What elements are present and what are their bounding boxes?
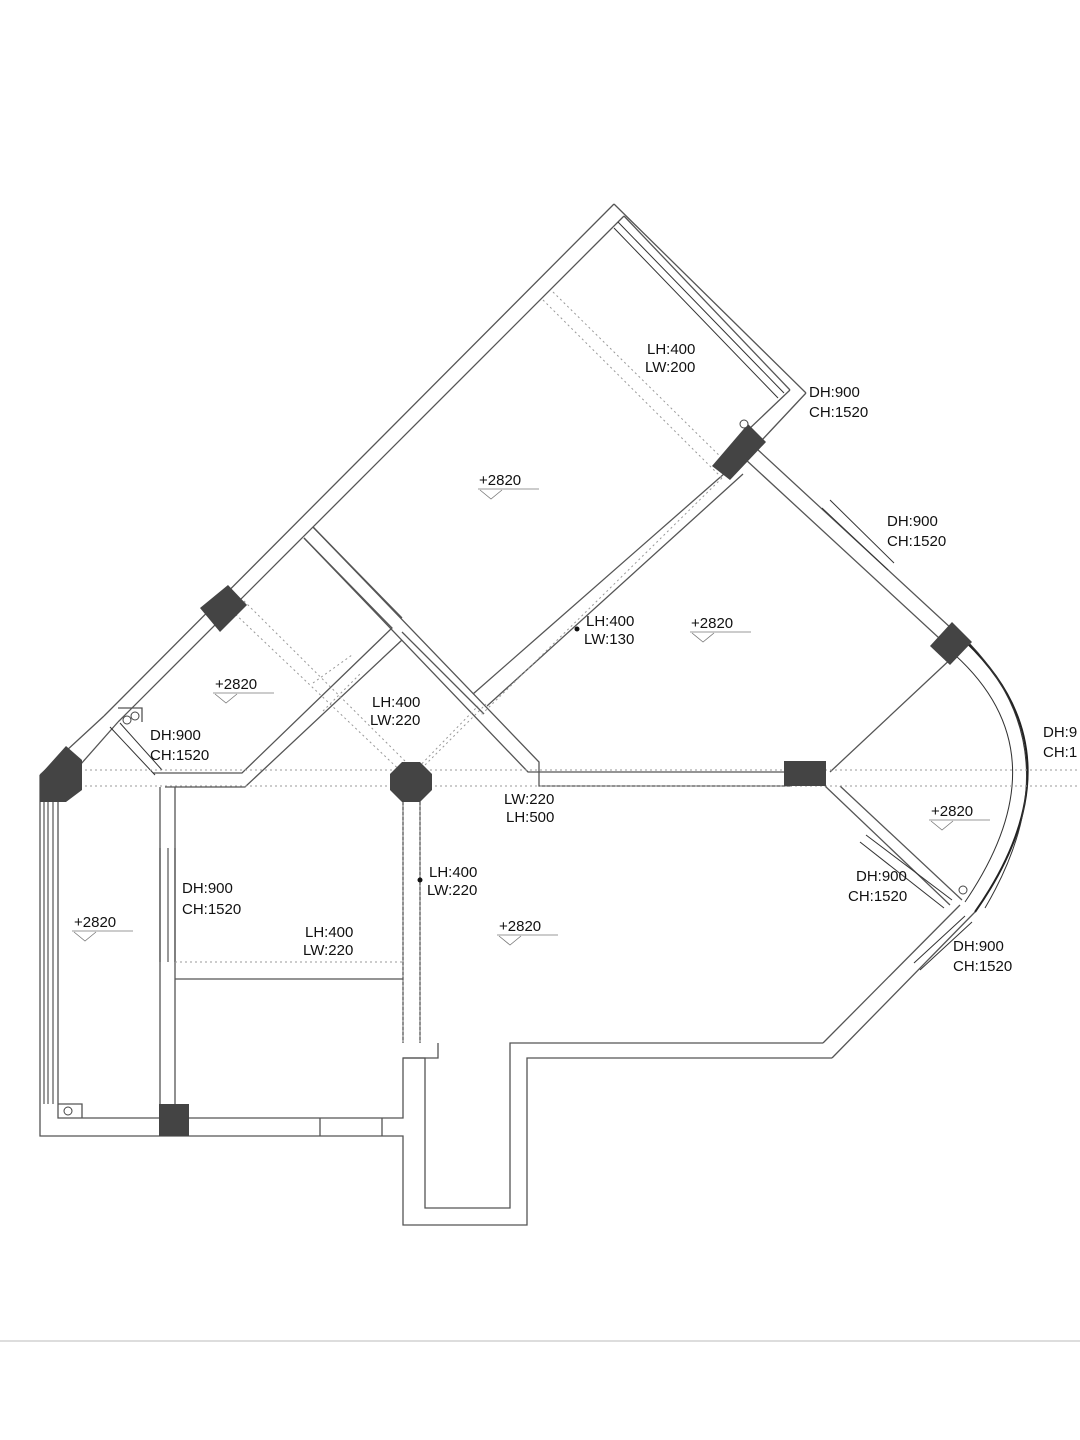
level-main-hall: +2820: [499, 918, 541, 935]
level-right-room: +2820: [691, 615, 733, 632]
window-right-lower-ch: CH:1520: [848, 888, 907, 905]
column-left-corner: [40, 746, 82, 802]
window-top-corner-dh: DH:900: [809, 384, 860, 401]
beam-labels: LH:400 LW:200 LH:400 LW:130 LH:400 LW:22…: [303, 341, 695, 959]
pipe-bottom-left: [63, 1106, 73, 1116]
beam-lower-left-lw: LW:220: [303, 942, 353, 959]
window-inner-left-dh: DH:900: [182, 880, 233, 897]
beam-middle-left-lw: LW:220: [370, 712, 420, 729]
window-small-left-dh: DH:900: [150, 727, 201, 744]
column-left-upper: [200, 585, 247, 632]
window-labels: DH:900 CH:1520 DH:900 CH:1520 DH:9 CH:1 …: [150, 384, 1077, 975]
beam-top-right-lw: LW:200: [645, 359, 695, 376]
level-labels: +2820 +2820 +2820 +2820 +2820 +2820: [74, 472, 973, 935]
window-small-left-ch: CH:1520: [150, 747, 209, 764]
outer-walls: [39, 203, 1029, 1226]
level-markers: [72, 488, 990, 946]
level-top-room: +2820: [479, 472, 521, 489]
columns: [40, 424, 972, 1136]
beam-lower-left-lh: LH:400: [305, 924, 353, 941]
window-right-upper-ch: CH:1520: [887, 533, 946, 550]
window-right-lower-dh: DH:900: [856, 868, 907, 885]
fixtures: [63, 419, 968, 1116]
beam-vertical-lh: LH:400: [429, 864, 477, 881]
pipe-left-a: [122, 715, 132, 725]
level-right-semicircle: +2820: [931, 803, 973, 820]
column-top-right: [712, 424, 766, 480]
beam-center-lw: LW:130: [584, 631, 634, 648]
pipe-left-b: [130, 711, 140, 721]
window-top-corner-ch: CH:1520: [809, 404, 868, 421]
level-left-small-room: +2820: [215, 676, 257, 693]
level-left-strip: +2820: [74, 914, 116, 931]
column-bottom: [159, 1104, 189, 1136]
window-bottom-right-dh: DH:900: [953, 938, 1004, 955]
windows: [43, 221, 973, 1104]
window-bottom-right-ch: CH:1520: [953, 958, 1012, 975]
beam-top-right-lh: LH:400: [647, 341, 695, 358]
beam-vertical-lw: LW:220: [427, 882, 477, 899]
column-center-octagon: [390, 762, 432, 802]
column-right-mid: [784, 761, 826, 786]
window-right-upper-dh: DH:900: [887, 513, 938, 530]
window-curved-dh: DH:9: [1043, 724, 1077, 741]
beam-middle-left-lh: LH:400: [372, 694, 420, 711]
beams: [60, 291, 1080, 1043]
window-curved-ch: CH:1: [1043, 744, 1077, 761]
window-inner-left-ch: CH:1520: [182, 901, 241, 918]
beam-horizontal-lh: LH:500: [506, 809, 554, 826]
beam-horizontal-lw: LW:220: [504, 791, 554, 808]
beam-center-lh: LH:400: [586, 613, 634, 630]
pipe-top-right: [739, 419, 749, 429]
column-right-upper: [930, 622, 972, 665]
pipe-right-lower: [958, 885, 968, 895]
